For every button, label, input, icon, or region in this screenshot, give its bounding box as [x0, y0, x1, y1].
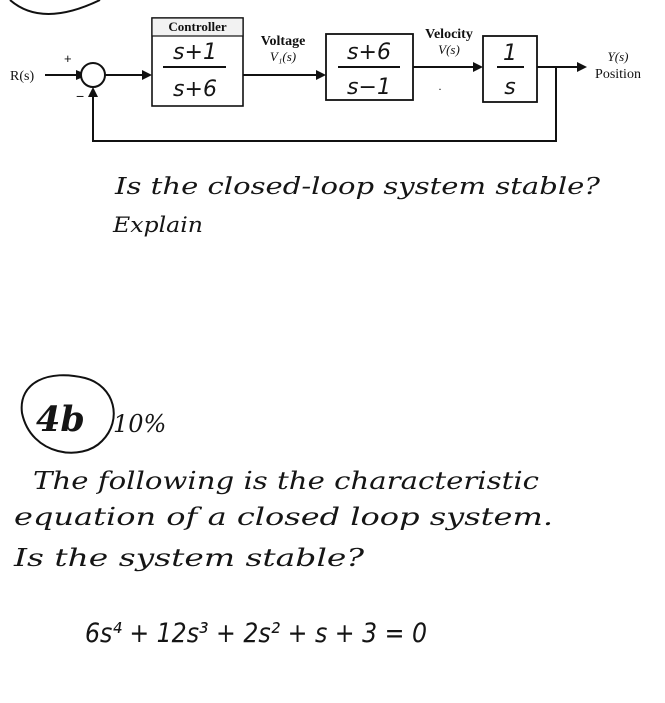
question-a: Is the closed-loop system stable? Explai…: [112, 174, 601, 237]
question-a-line-2: Explain: [112, 213, 203, 237]
velocity-label: Velocity: [425, 27, 473, 42]
voltage-signal: V₁(s): [270, 49, 296, 64]
controller-numerator: s+1: [173, 40, 217, 65]
question-b: 4b 10% The following is the characterist…: [13, 374, 553, 649]
summing-junction: [80, 62, 106, 88]
input-label: R(s): [10, 69, 34, 84]
controller-denominator: s+6: [173, 77, 217, 102]
feedback-arrowhead: [88, 87, 98, 97]
characteristic-equation: 6s⁴ + 12s³ + 2s² + s + 3 = 0: [85, 618, 427, 649]
question-points: 10%: [113, 410, 166, 438]
signal-dot: .: [439, 79, 442, 93]
output-label: Position: [595, 67, 641, 82]
controller-header: Controller: [168, 19, 226, 34]
controller-input-arrowhead: [142, 70, 152, 80]
question-number-circle: [20, 374, 115, 454]
plant-numerator: s+6: [347, 40, 391, 65]
integrator-block: [482, 35, 538, 103]
summing-minus-sign: −: [76, 88, 84, 104]
partial-circle-mark: [9, 0, 101, 15]
plant-input-arrowhead: [316, 70, 326, 80]
question-b-line-1: The following is the characteristic: [33, 467, 539, 495]
question-b-line-3: Is the system stable?: [13, 544, 365, 572]
integrator-numerator: 1: [503, 41, 517, 66]
block-diagram: R(s) + − Controller s+1 s+6 Voltage V₁(s…: [10, 17, 641, 142]
question-a-line-1: Is the closed-loop system stable?: [114, 174, 601, 200]
controller-header-box: [151, 17, 244, 37]
integrator-denominator: s: [504, 75, 515, 100]
question-number: 4b: [36, 399, 85, 440]
integrator-input-arrowhead: [473, 62, 483, 72]
output-signal: Y(s): [608, 49, 629, 64]
question-b-line-2: equation of a closed loop system.: [14, 503, 553, 531]
velocity-signal: V(s): [438, 42, 460, 57]
summing-plus-sign: +: [64, 51, 72, 66]
voltage-label: Voltage: [261, 34, 306, 49]
feedback-path: [92, 67, 557, 142]
plant-denominator: s−1: [347, 75, 391, 100]
output-arrowhead: [577, 62, 587, 72]
